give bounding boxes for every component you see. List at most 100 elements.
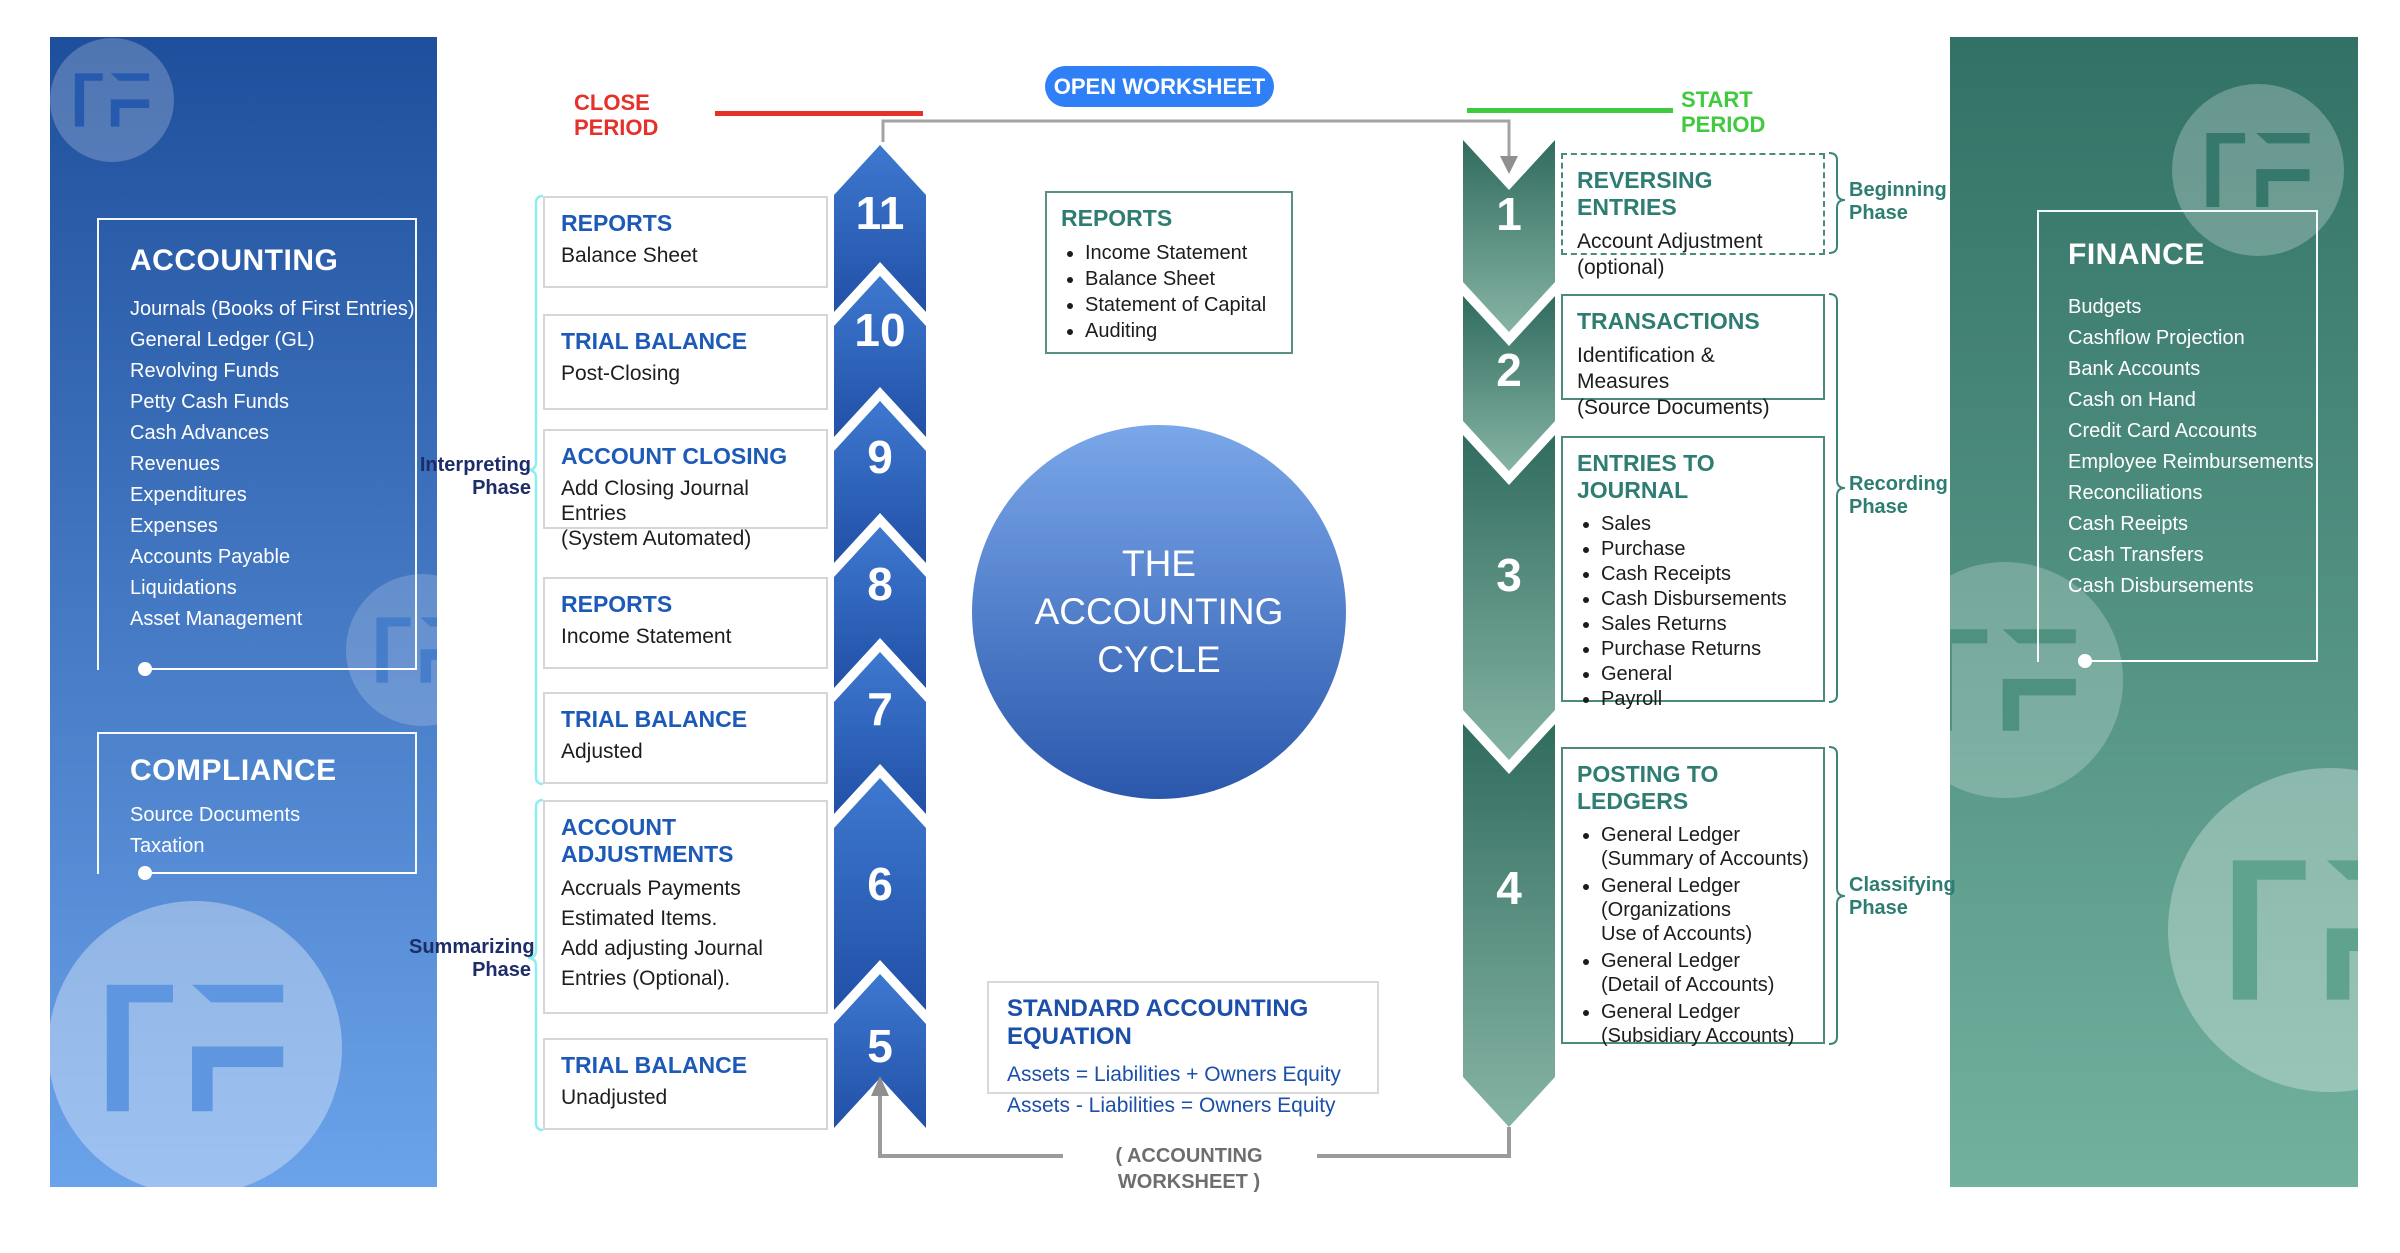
list-item: Credit Card Accounts (2068, 420, 2257, 442)
list-item: Source Documents (130, 804, 301, 826)
reports-list: Income Statement Balance Sheet Statement… (1061, 240, 1277, 344)
step-title: REVERSING ENTRIES (1577, 167, 1713, 220)
step-title: POSTING TO LEDGERS (1577, 761, 1719, 814)
step-card-reports-income-statement: REPORTS Income Statement (543, 577, 828, 669)
start-step-chevron-4 (1463, 724, 1555, 1127)
equation-title: STANDARD ACCOUNTING EQUATION (1007, 995, 1309, 1050)
step-card-trial-balance-adjusted: TRIAL BALANCE Adjusted (543, 692, 828, 784)
list-item: Statement of Capital (1085, 292, 1277, 318)
list-item: Bank Accounts (2068, 358, 2201, 380)
step-card-reports-balance-sheet: REPORTS Balance Sheet (543, 196, 828, 288)
accounting-title: ACCOUNTING (130, 244, 339, 277)
step-card-entries-to-journal: ENTRIES TO JOURNAL Sales Purchase Cash R… (1561, 436, 1825, 710)
step-body: Balance Sheet (561, 244, 698, 267)
list-item: Revenues (130, 453, 221, 475)
step-body: Account Adjustment (optional) (1577, 230, 1763, 279)
list-item: General Ledger (Detail of Accounts) (1601, 949, 1809, 997)
equation-line: Assets - Liabilities = Owners Equity (1007, 1094, 1336, 1117)
reports-title: REPORTS (1061, 205, 1173, 231)
brand-logo-watermark (50, 38, 174, 162)
step-card-transactions: TRANSACTIONS Identification & Measures (… (1561, 294, 1825, 419)
brand-logo-watermark (2172, 84, 2344, 256)
step-title: ACCOUNT ADJUSTMENTS (561, 814, 734, 867)
journal-entries-list: Sales Purchase Cash Receipts Cash Disbur… (1577, 512, 1809, 712)
finance-panel: FINANCE Budgets Cashflow Projection Bank… (1950, 37, 2358, 1187)
list-item: General (1601, 662, 1809, 687)
list-item: Cash Disbursements (2068, 575, 2254, 597)
compliance-list-card: COMPLIANCE Source Documents Taxation (97, 732, 417, 880)
top-connector-line (881, 119, 1511, 158)
dot-marker (2078, 654, 2092, 668)
list-item: Cash Disbursements (1601, 587, 1809, 612)
step-title: ENTRIES TO JOURNAL (1577, 450, 1715, 503)
accounting-worksheet-label: ( ACCOUNTING WORKSHEET ) (1065, 1143, 1313, 1195)
step-number: 1 (1496, 188, 1522, 240)
divider (2085, 660, 2316, 662)
step-body: Accruals Payments Estimated Items. Add a… (561, 877, 763, 990)
step-title: TRIAL BALANCE (561, 328, 748, 354)
close-period-label: CLOSE PERIOD (574, 90, 659, 140)
step-title: ACCOUNT CLOSING (561, 443, 788, 469)
list-item: Payroll (1601, 687, 1809, 712)
equation-line: Assets = Liabilities + Owners Equity (1007, 1063, 1341, 1086)
beginning-phase-brace (1828, 152, 1846, 254)
step-title: TRIAL BALANCE (561, 1052, 748, 1078)
brand-logo-watermark (2168, 768, 2358, 1092)
step-title: TRANSACTIONS (1577, 308, 1760, 334)
finance-list-card: FINANCE Budgets Cashflow Projection Bank… (2037, 210, 2318, 668)
list-item: Employee Reimbursements (2068, 451, 2314, 473)
list-item: Sales (1601, 512, 1809, 537)
list-item: Cash Advances (130, 422, 269, 444)
step-body: Adjusted (561, 740, 643, 763)
list-item: Purchase Returns (1601, 637, 1809, 662)
step-card-account-adjustments: ACCOUNT ADJUSTMENTS Accruals Payments Es… (543, 800, 828, 1014)
close-period-line (715, 111, 923, 116)
classifying-phase-brace (1828, 746, 1846, 1045)
list-item: Balance Sheet (1085, 266, 1277, 292)
list-item: Petty Cash Funds (130, 391, 289, 413)
list-item: Expenditures (130, 484, 247, 506)
list-item: Cash Transfers (2068, 544, 2204, 566)
worksheet-connector-right (1317, 1127, 1511, 1158)
step-body: Unadjusted (561, 1086, 668, 1109)
list-item: Reconciliations (2068, 482, 2203, 504)
list-item: Auditing (1085, 318, 1277, 344)
step-body: Add Closing Journal Entries (System Auto… (561, 477, 752, 550)
recording-phase-label: Recording Phase (1849, 473, 1948, 518)
step-body: Identification & Measures (Source Docume… (1577, 344, 1770, 419)
list-item: Cash Reeipts (2068, 513, 2189, 535)
list-item: Taxation (130, 835, 205, 857)
list-item: Purchase (1601, 537, 1809, 562)
finance-title: FINANCE (2068, 238, 2205, 271)
step-number: 5 (867, 1020, 893, 1072)
list-item: General Ledger (Organizations Use of Acc… (1601, 874, 1809, 946)
step-title: REPORTS (561, 591, 673, 617)
step-card-trial-balance-unadjusted: TRIAL BALANCE Unadjusted (543, 1038, 828, 1130)
arrow-down-icon (1500, 156, 1518, 174)
brand-logo-watermark (346, 574, 437, 726)
classifying-phase-label: Classifying Phase (1849, 874, 1956, 919)
list-item: Liquidations (130, 577, 237, 599)
list-item: Expenses (130, 515, 218, 537)
list-item: Cash Receipts (1601, 562, 1809, 587)
brand-logo-watermark (1950, 562, 2123, 798)
list-item: General Ledger (Summary of Accounts) (1601, 823, 1809, 871)
open-worksheet-button[interactable]: OPEN WORKSHEET (1045, 66, 1274, 107)
list-item: General Ledger (Subsidiary Accounts) (1601, 1000, 1809, 1048)
step-number: 3 (1496, 549, 1522, 601)
dot-marker (138, 662, 152, 676)
step-card-posting-to-ledgers: POSTING TO LEDGERS General Ledger (Summa… (1561, 747, 1825, 1047)
dot-marker (138, 866, 152, 880)
list-item: Cashflow Projection (2068, 327, 2245, 349)
divider (145, 668, 415, 670)
summarizing-phase-label: Summarizing Phase (409, 936, 535, 981)
list-item: Sales Returns (1601, 612, 1809, 637)
step-number: 8 (867, 558, 893, 610)
list-item: General Ledger (GL) (130, 329, 315, 351)
reports-summary-card: REPORTS Income Statement Balance Sheet S… (1045, 191, 1293, 354)
step-number: 7 (867, 683, 893, 735)
step-body: Income Statement (561, 625, 732, 648)
list-item: Journals (Books of First Entries) (130, 298, 415, 320)
list-item: Revolving Funds (130, 360, 279, 382)
